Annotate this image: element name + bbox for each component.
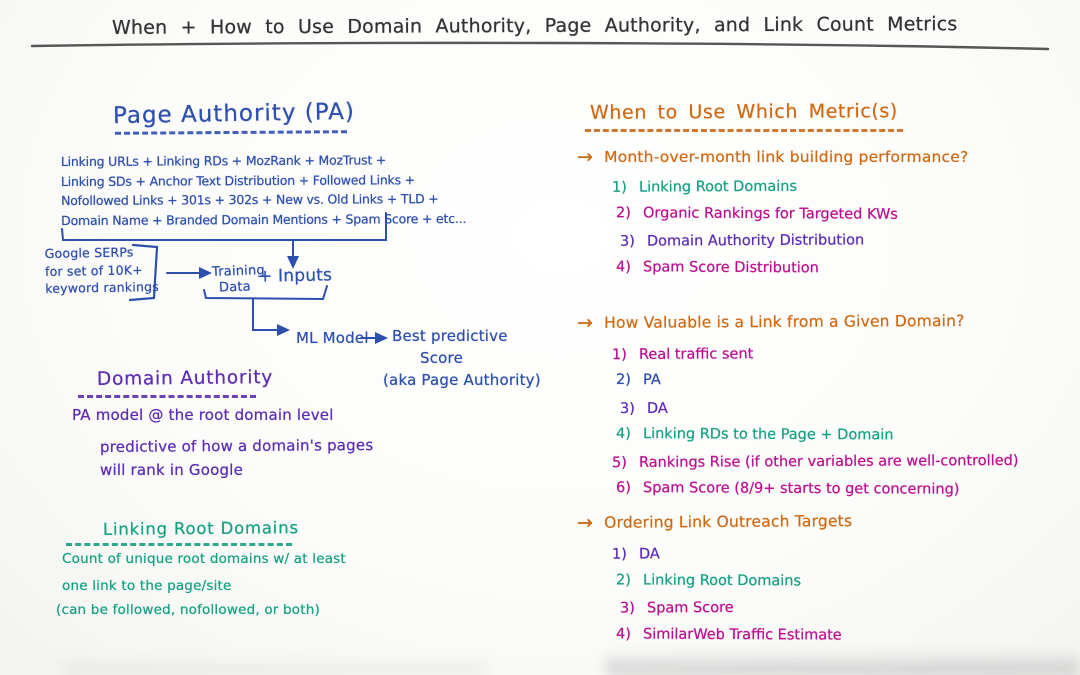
question-text: Ordering Link Outreach Targets <box>604 512 853 532</box>
when-to-use-heading: When to Use Which Metric(s) <box>589 100 898 124</box>
item-number: 6) <box>615 479 631 497</box>
question-link-value: → How Valuable is a Link from a Given Dom… <box>577 310 965 334</box>
metric-list: 1) Real traffic sent 2) PA 3) DA 4) Linking RDs… <box>612 346 1019 508</box>
item-label: PA <box>642 372 661 389</box>
metric-list-item: 2) Linking Root Domains <box>612 572 842 600</box>
item-number: 4) <box>615 626 631 643</box>
item-number: 1) <box>611 179 627 196</box>
metric-list-item: 2) Organic Rankings for Targeted KWs <box>612 205 898 233</box>
domain-authority-dashed-underline <box>78 395 256 398</box>
serps-line: keyword rankings <box>45 279 160 296</box>
whiteboard-edge-shadow <box>60 657 490 675</box>
ml-result-line: Best predictive <box>392 327 508 345</box>
metric-list: 1) Linking Root Domains 2) Organic Rankings… <box>612 179 898 287</box>
metric-list-item: 4) Linking RDs to the Page + Domain <box>612 426 1019 455</box>
domain-authority-line: will rank in Google <box>100 461 243 479</box>
question-text: Month-over-month link building performan… <box>604 148 969 166</box>
item-label: Real traffic sent <box>638 346 754 363</box>
whiteboard-title: When + How to Use Domain Authority, Page… <box>111 13 958 39</box>
factor-line: Domain Name + Branded Domain Mentions + … <box>61 210 467 228</box>
factor-line: Nofollowed Links + 301s + 302s + New vs.… <box>61 191 439 209</box>
metric-list-item: 1) DA <box>612 545 842 573</box>
domain-authority-line: PA model @ the root domain level <box>72 406 334 424</box>
item-number: 1) <box>611 346 627 364</box>
serps-line: for set of 10K+ <box>44 261 143 279</box>
item-number: 4) <box>615 259 631 276</box>
title-underline <box>30 41 1050 51</box>
question-month-over-month: → Month-over-month link building performa… <box>577 146 968 168</box>
item-label: Linking Root Domains <box>638 178 798 196</box>
domain-authority-heading: Domain Authority <box>96 367 274 390</box>
pa-ranking-factors: Linking URLs + Linking RDs + MozRank + M… <box>61 150 466 230</box>
linking-root-domains-line: Count of unique root domains w/ at least <box>62 551 346 567</box>
item-label: Spam Score Distribution <box>642 259 819 277</box>
question-text: How Valuable is a Link from a Given Doma… <box>604 311 965 332</box>
item-number: 2) <box>615 371 631 389</box>
linking-root-domains-dashed-underline <box>66 543 292 546</box>
page-authority-heading: Page Authority (PA) <box>112 98 356 130</box>
metric-list: 1) DA 2) Linking Root Domains 3) Spam Score 4)… <box>612 546 842 654</box>
item-label: DA <box>638 546 660 563</box>
item-number: 3) <box>619 600 635 617</box>
item-label: Spam Score (8/9+ starts to get concernin… <box>642 480 960 498</box>
factor-line: Linking URLs + Linking RDs + MozRank + M… <box>60 152 387 170</box>
metric-list-item: 5) Rankings Rise (if other variables are … <box>612 453 1019 482</box>
right-arrow-icon: → <box>576 511 594 534</box>
ml-model-label: ML Model <box>296 329 369 347</box>
ml-result-line: Score <box>420 349 464 367</box>
linking-root-domains-line: one link to the page/site <box>62 578 232 594</box>
whiteboard-edge-shadow <box>605 650 1080 675</box>
metric-list-item: 4) Spam Score Distribution <box>612 259 898 287</box>
item-number: 3) <box>619 233 635 250</box>
metric-list-item: 3) Spam Score <box>612 599 842 627</box>
question-outreach-targets: → Ordering Link Outreach Targets <box>577 510 852 534</box>
item-label: Spam Score <box>646 599 734 617</box>
google-serps-note: Google SERPs for set of 10K+ keyword ran… <box>45 243 159 297</box>
item-number: 2) <box>615 572 631 589</box>
metric-list-item: 6) Spam Score (8/9+ starts to get concern… <box>612 480 1019 509</box>
metric-list-item: 2) PA <box>612 372 1019 401</box>
item-label: SimilarWeb Traffic Estimate <box>642 626 842 644</box>
item-label: DA <box>646 400 668 417</box>
elbow-arrow-head-icon <box>277 324 290 336</box>
training-data-label: Data <box>218 279 252 296</box>
item-label: Linking Root Domains <box>642 572 802 590</box>
page-authority-dashed-underline <box>114 130 348 135</box>
right-arrow-icon: → <box>576 311 594 335</box>
item-number: 5) <box>611 454 627 472</box>
item-number: 2) <box>615 205 631 222</box>
when-to-use-dashed-underline <box>585 129 903 132</box>
item-number: 1) <box>611 546 627 563</box>
item-label: Rankings Rise (if other variables are we… <box>638 452 1019 471</box>
item-label: Organic Rankings for Targeted KWs <box>642 205 898 223</box>
linking-root-domains-line: (can be followed, nofollowed, or both) <box>56 602 320 618</box>
ml-result-line: (aka Page Authority) <box>383 371 541 389</box>
item-number: 4) <box>615 425 631 443</box>
linking-root-domains-heading: Linking Root Domains <box>102 518 299 539</box>
item-label: Linking RDs to the Page + Domain <box>642 426 894 444</box>
item-label: Domain Authority Distribution <box>646 232 865 250</box>
metric-list-item: 1) Real traffic sent <box>612 345 1019 374</box>
right-arrow-icon: → <box>577 146 594 168</box>
arrow-right-head-icon <box>199 267 212 279</box>
metric-list-item: 3) Domain Authority Distribution <box>612 232 898 260</box>
factor-line: Linking SDs + Anchor Text Distribution +… <box>60 171 415 189</box>
metric-list-item: 1) Linking Root Domains <box>612 178 898 206</box>
elbow-arrow-line <box>252 298 280 331</box>
item-number: 3) <box>619 400 635 418</box>
serps-line: Google SERPs <box>44 244 134 261</box>
ml-arrow-head-icon <box>375 332 388 344</box>
metric-list-item: 3) DA <box>612 399 1019 428</box>
domain-authority-line: predictive of how a domain's pages <box>99 436 374 456</box>
plus-inputs-label: + Inputs <box>257 265 333 287</box>
